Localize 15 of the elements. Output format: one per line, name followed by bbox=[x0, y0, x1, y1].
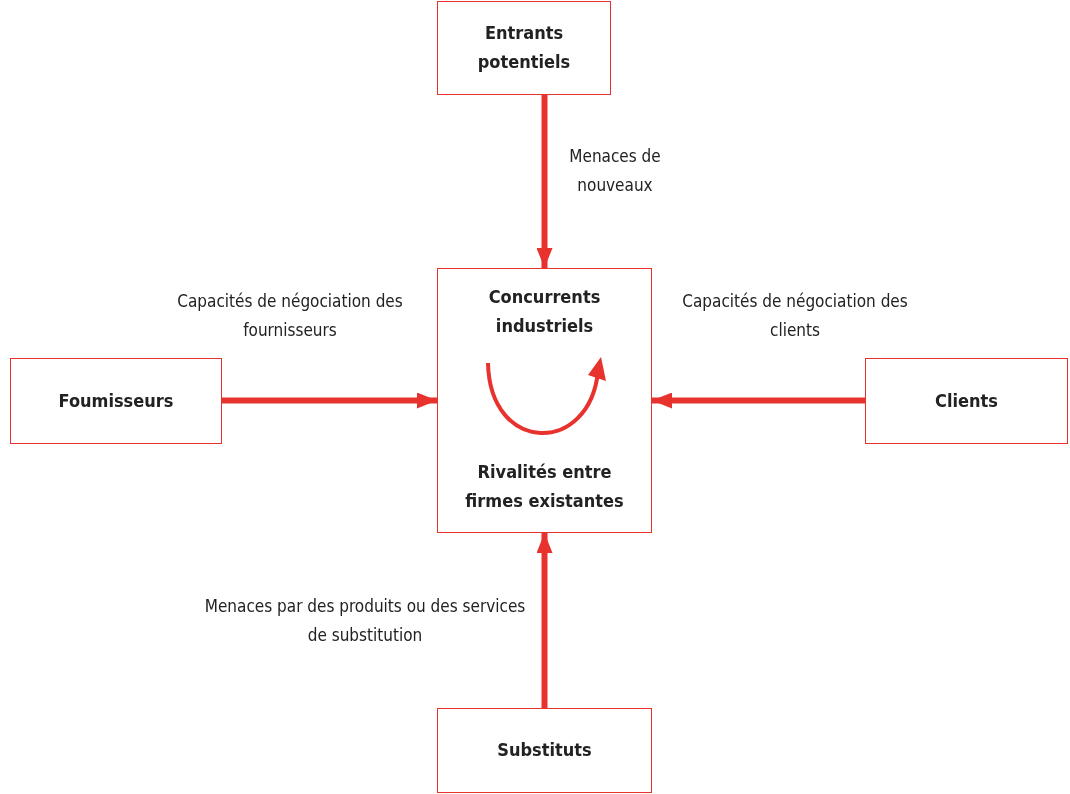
node-label: Clients bbox=[935, 388, 998, 413]
box bbox=[437, 1, 611, 95]
box bbox=[865, 358, 1068, 444]
box bbox=[10, 358, 222, 444]
node-label: Rivalités entre firmes existantes bbox=[464, 460, 625, 514]
node-label: Entrants potentiels bbox=[476, 21, 572, 74]
arrow bbox=[222, 392, 437, 409]
node-label: Foumisseurs bbox=[58, 388, 174, 413]
arrow bbox=[652, 392, 865, 409]
node-label: Substituts bbox=[497, 738, 592, 763]
box bbox=[437, 708, 652, 793]
arrow bbox=[536, 533, 553, 708]
arrow bbox=[536, 95, 553, 268]
box bbox=[437, 268, 652, 533]
node-label: Concurrents industriels bbox=[487, 285, 602, 338]
